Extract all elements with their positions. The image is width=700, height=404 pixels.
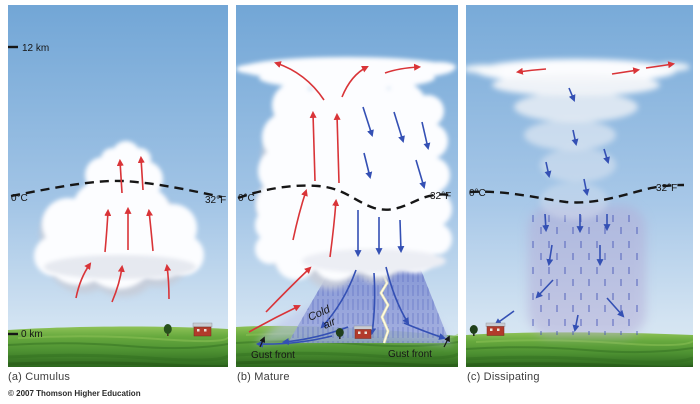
- altitude-label-12km: 12 km: [22, 43, 49, 54]
- lightning-bolt: [378, 266, 390, 344]
- ground: [8, 326, 228, 367]
- freezing-label-celsius: 0°C: [469, 188, 486, 199]
- freezing-level-line: [469, 183, 685, 204]
- freezing-level-line: [237, 184, 453, 211]
- anvil-spread-arrows: [515, 61, 676, 75]
- freezing-level-line: [10, 179, 223, 199]
- freezing-label-celsius: 0°C: [11, 193, 28, 204]
- panel-cumulus-stage: 12 km 0 km 0°C 32°F: [8, 5, 228, 367]
- caption-mature: (b) Mature: [237, 371, 290, 383]
- house-icon: [192, 322, 213, 337]
- gust-front-arrow-right: [443, 335, 450, 348]
- house-icon: [353, 325, 373, 339]
- dissipating-cloud: [466, 59, 690, 220]
- tree-icon: [335, 328, 344, 339]
- caption-dissipating: (c) Dissipating: [467, 371, 540, 383]
- gust-front-label-left: Gust front: [251, 350, 295, 361]
- tree-icon: [163, 324, 172, 336]
- freezing-label-fahrenheit: 32°F: [656, 183, 677, 194]
- dissipating-rain: [528, 205, 646, 337]
- caption-cumulus: (a) Cumulus: [8, 371, 71, 383]
- freezing-label-fahrenheit: 32°F: [430, 191, 451, 202]
- altitude-label-0km: 0 km: [21, 329, 43, 340]
- ground: [466, 332, 693, 367]
- downdraft-arrows: [494, 87, 625, 333]
- freezing-label-fahrenheit: 32°F: [205, 195, 226, 206]
- copyright-notice: © 2007 Thomson Higher Education: [8, 389, 141, 398]
- updraft-arrows: [248, 61, 422, 333]
- gust-front-arrow-left: [259, 336, 266, 348]
- house-icon: [485, 322, 506, 336]
- cumulus-cloud: [34, 141, 204, 297]
- panel-mature-stage: 0°C 32°F Cold air Gust front Gust front: [236, 5, 458, 367]
- freezing-label-celsius: 0°C: [238, 193, 255, 204]
- panel-dissipating-stage: 0°C 32°F: [466, 5, 693, 367]
- tree-icon: [469, 325, 478, 336]
- gust-front-label-right: Gust front: [388, 349, 432, 360]
- updraft-arrows: [75, 155, 172, 303]
